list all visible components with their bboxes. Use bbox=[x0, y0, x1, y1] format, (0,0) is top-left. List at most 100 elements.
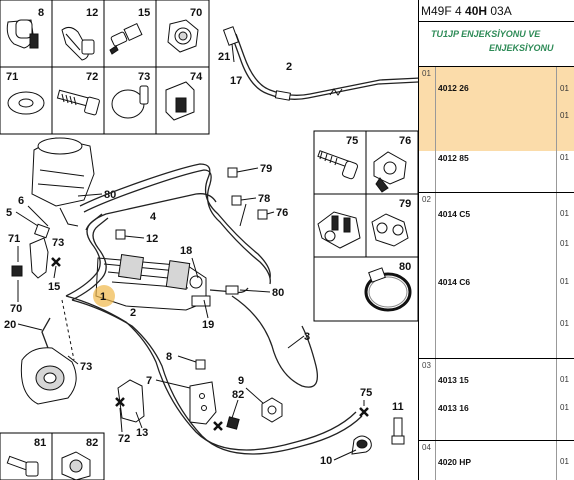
part-label-13: 13 bbox=[136, 427, 148, 439]
hose-clip-icon bbox=[6, 19, 39, 49]
qty-value: 01 bbox=[560, 84, 569, 93]
rack-fitting-80 bbox=[209, 285, 249, 295]
qty-value: 01 bbox=[560, 111, 569, 120]
header-code: 40H bbox=[465, 4, 488, 18]
qty-value: 01 bbox=[560, 319, 569, 328]
part-label-2-top: 2 bbox=[286, 61, 292, 73]
part-label-9: 9 bbox=[238, 375, 244, 387]
part-label-18: 18 bbox=[180, 245, 192, 257]
x-marker-left bbox=[51, 257, 61, 267]
x-marker-72 bbox=[115, 397, 125, 407]
table-subtitle-2: ENJEKSİYONU bbox=[489, 43, 554, 53]
part-label-11: 11 bbox=[392, 401, 404, 413]
ref-box-78 bbox=[231, 195, 242, 206]
clamp-icon bbox=[61, 26, 95, 61]
highlight-marker-1 bbox=[93, 285, 115, 307]
part-label-2: 2 bbox=[130, 307, 136, 319]
part-label-71: 71 bbox=[8, 233, 20, 245]
table-header: M49F 4 40H 03A bbox=[419, 0, 574, 22]
qty-value: 01 bbox=[560, 209, 569, 218]
legend-label-12: 12 bbox=[86, 7, 98, 19]
ref-box-12 bbox=[115, 229, 126, 240]
qty-value: 01 bbox=[560, 457, 569, 466]
group-number: 02 bbox=[422, 195, 431, 204]
ref-number[interactable]: 4012 26 bbox=[438, 83, 469, 93]
qty-value: 01 bbox=[560, 375, 569, 384]
part-label-4: 4 bbox=[150, 211, 157, 223]
part-label-10: 10 bbox=[320, 455, 332, 467]
legend-label-79: 79 bbox=[399, 198, 411, 210]
highlight-row bbox=[419, 67, 574, 151]
nut-icon-82 bbox=[61, 451, 91, 480]
legend-label-76: 76 bbox=[399, 135, 411, 147]
part-label-3: 3 bbox=[304, 331, 310, 343]
table-group-04: 04 4020 HP 01 bbox=[419, 440, 574, 480]
part-label-15: 15 bbox=[48, 281, 60, 293]
bolt-icon bbox=[56, 89, 100, 116]
legend-label-70: 70 bbox=[190, 7, 202, 19]
group-number: 04 bbox=[422, 443, 431, 452]
part-label-73-b: 73 bbox=[80, 361, 92, 373]
ref-number[interactable]: 4013 16 bbox=[438, 403, 469, 413]
screw-icon bbox=[317, 150, 359, 180]
p-clip-10 bbox=[351, 435, 372, 455]
part-label-6: 6 bbox=[18, 195, 24, 207]
hose-band-icon bbox=[111, 85, 149, 119]
table-group-03: 03 4013 15 01 4013 16 01 bbox=[419, 358, 574, 440]
steering-rack bbox=[95, 254, 211, 311]
table-subtitle-1: TU1JP ENJEKSİYONU VE bbox=[431, 29, 541, 39]
ref-number[interactable]: 4014 C5 bbox=[438, 209, 471, 219]
bolt-icon-81 bbox=[6, 455, 39, 477]
part-label-19: 19 bbox=[202, 319, 214, 331]
table-group-01: 01 4012 26 01 01 4012 85 01 bbox=[419, 66, 574, 192]
legend-label-71: 71 bbox=[6, 71, 18, 83]
fastener-70-71 bbox=[11, 246, 23, 277]
part-label-17: 17 bbox=[230, 75, 242, 87]
legend-grid-bottom: 81 82 bbox=[0, 432, 105, 480]
legend-label-81: 81 bbox=[34, 437, 46, 449]
pipe-clip-9 bbox=[261, 397, 283, 423]
pipe-clip-icon-76 bbox=[373, 151, 407, 193]
group-number: 01 bbox=[422, 69, 431, 78]
legend-grid-right: 75 76 79 80 bbox=[313, 130, 418, 322]
ref-box-8 bbox=[195, 359, 206, 370]
square-marker-82 bbox=[226, 416, 240, 430]
steering-pump bbox=[20, 317, 77, 405]
legend-label-72: 72 bbox=[86, 71, 98, 83]
legend-label-74: 74 bbox=[190, 71, 203, 83]
ref-number[interactable]: 4013 15 bbox=[438, 375, 469, 385]
header-prefix: M49F 4 bbox=[421, 4, 466, 18]
part-label-5: 5 bbox=[6, 207, 12, 219]
parts-table: M49F 4 40H 03A TU1JP ENJEKSİYONU VE ENJE… bbox=[418, 0, 574, 480]
fluid-reservoir bbox=[31, 137, 95, 227]
double-clip-icon-75 bbox=[317, 211, 361, 249]
legend-label-8: 8 bbox=[38, 7, 44, 19]
table-group-02: 02 4014 C5 01 01 4014 C6 01 01 bbox=[419, 192, 574, 358]
bracket-clip-icon bbox=[165, 81, 195, 121]
part-label-78: 78 bbox=[258, 193, 270, 205]
power-steering-exploded-diagram: 8 12 15 70 71 72 73 74 bbox=[0, 0, 418, 480]
ref-number[interactable]: 4020 HP bbox=[438, 457, 472, 467]
fitting-5-6 bbox=[29, 223, 50, 279]
pipe-clip-icon-79 bbox=[371, 213, 409, 247]
bolt-11 bbox=[391, 417, 405, 445]
part-label-75: 75 bbox=[360, 387, 372, 399]
high-pressure-hose bbox=[65, 213, 363, 455]
part-label-7: 7 bbox=[146, 375, 152, 387]
ref-box-79 bbox=[227, 167, 238, 178]
ref-number[interactable]: 4012 85 bbox=[438, 153, 469, 163]
hose-clamp-ring-icon bbox=[364, 267, 412, 312]
x-marker-75 bbox=[359, 407, 369, 417]
hex-nut-icon bbox=[167, 19, 199, 53]
qty-value: 01 bbox=[560, 239, 569, 248]
qty-value: 01 bbox=[560, 153, 569, 162]
ref-number[interactable]: 4014 C6 bbox=[438, 277, 471, 287]
legend-label-15: 15 bbox=[138, 7, 150, 19]
part-label-21: 21 bbox=[218, 51, 230, 63]
part-label-72: 72 bbox=[118, 433, 130, 445]
part-label-82: 82 bbox=[232, 389, 244, 401]
part-label-76: 76 bbox=[276, 207, 288, 219]
union-fitting-icon bbox=[109, 22, 143, 55]
qty-value: 01 bbox=[560, 277, 569, 286]
part-label-20: 20 bbox=[4, 319, 16, 331]
